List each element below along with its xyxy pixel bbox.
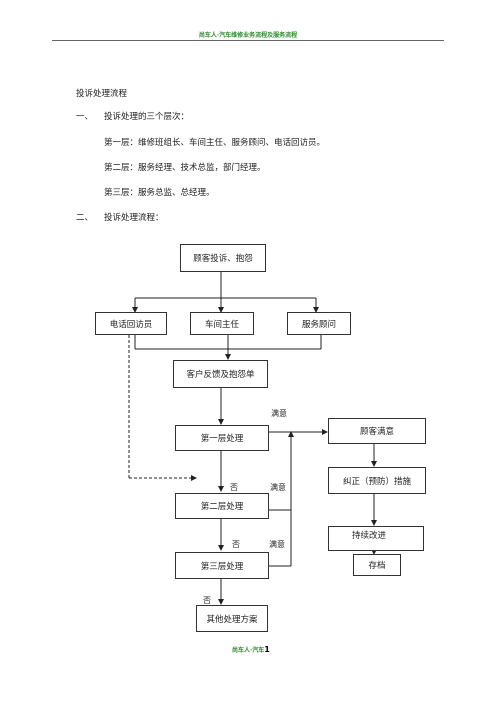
- page-number: 1: [264, 645, 270, 654]
- label-satisfied-1: 满意: [271, 409, 287, 418]
- continuous-improvement-box: 持续改进: [328, 526, 424, 551]
- other-solutions-box: 其他处理方案: [196, 605, 268, 632]
- doc-title: 投诉处理流程: [76, 89, 128, 99]
- section1-heading: 投诉处理的三个层次：: [104, 112, 190, 122]
- label-no-2: 否: [232, 540, 240, 549]
- footer-text: 尚车人·汽车: [232, 647, 265, 654]
- level-3-handling-box: 第三层处理: [175, 552, 269, 579]
- label-satisfied-2: 满意: [270, 483, 286, 492]
- level-2-handling-box: 第二层处理: [175, 493, 269, 519]
- label-satisfied-3: 满意: [269, 540, 285, 549]
- page-header: 尚车人·汽车维修业务流程及服务流程: [198, 32, 298, 39]
- section2-heading: 投诉处理流程：: [104, 213, 164, 223]
- level-3-description: 第三层：服务总监、总经理。: [104, 188, 215, 198]
- archive-box: 存档: [353, 554, 401, 576]
- header-rule: [52, 40, 444, 41]
- section2-number: 二、: [76, 213, 94, 223]
- level-1-description: 第一层：维修班组长、车间主任、服务顾问、电话回访员。: [104, 138, 326, 148]
- feedback-form-box: 客户反馈及抱怨单: [173, 360, 268, 388]
- level-2-description: 第二层：服务经理、技术总监，部门经理。: [104, 163, 266, 173]
- section1-number: 一、: [76, 112, 94, 122]
- start-complaint-box: 顾客投诉、抱怨: [180, 244, 266, 272]
- corrective-action-box: 纠正（预防）措施: [328, 467, 426, 494]
- receiver-service-advisor-box: 服务顾问: [287, 312, 351, 335]
- receiver-phone-visitor-box: 电话回访员: [95, 312, 167, 335]
- page-footer: 尚车人·汽车1: [232, 645, 270, 654]
- customer-satisfied-box: 顾客满意: [328, 418, 426, 444]
- label-no-1: 否: [230, 483, 238, 492]
- level-1-handling-box: 第一层处理: [175, 425, 269, 451]
- receiver-workshop-director-box: 车间主任: [190, 312, 254, 335]
- label-no-3: 否: [203, 596, 211, 605]
